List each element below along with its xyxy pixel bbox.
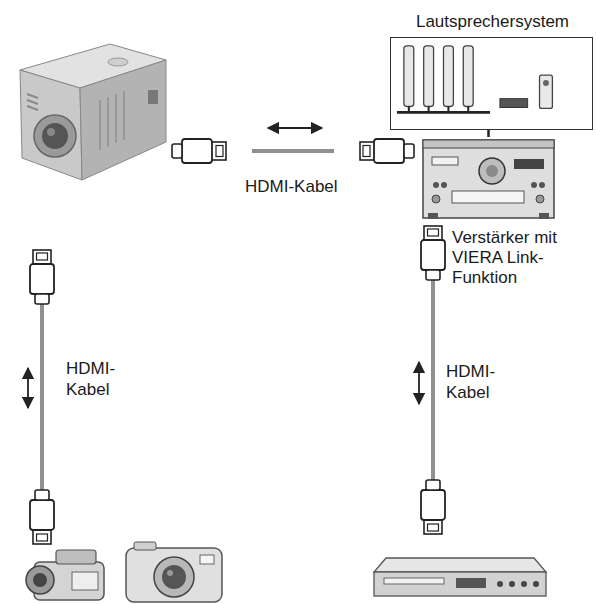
device-label: Verstärker mit VIERA Link- Funktion: [452, 228, 587, 288]
group-heading: Lautsprechersystem: [391, 12, 594, 32]
speaker-set: [391, 38, 592, 129]
speaker-system-box: Lautsprechersystem: [390, 37, 593, 130]
recorder: [374, 558, 546, 596]
cable-label: HDMI- Kabel: [446, 361, 495, 403]
hdmi-cable: [172, 128, 414, 163]
amplifier: [422, 137, 555, 222]
projector: [20, 44, 166, 180]
amplifier-box: Verstärker mit VIERA Link- Funktion: [422, 137, 555, 222]
cable-label: HDMI-Kabel: [245, 176, 338, 197]
digital-camera: [126, 542, 222, 602]
hdmi-cable: [419, 226, 445, 534]
cable-label: HDMI- Kabel: [66, 358, 115, 400]
camcorder: [26, 550, 104, 600]
speaker-wire: [487, 130, 490, 137]
hdmi-cable: [28, 250, 54, 544]
